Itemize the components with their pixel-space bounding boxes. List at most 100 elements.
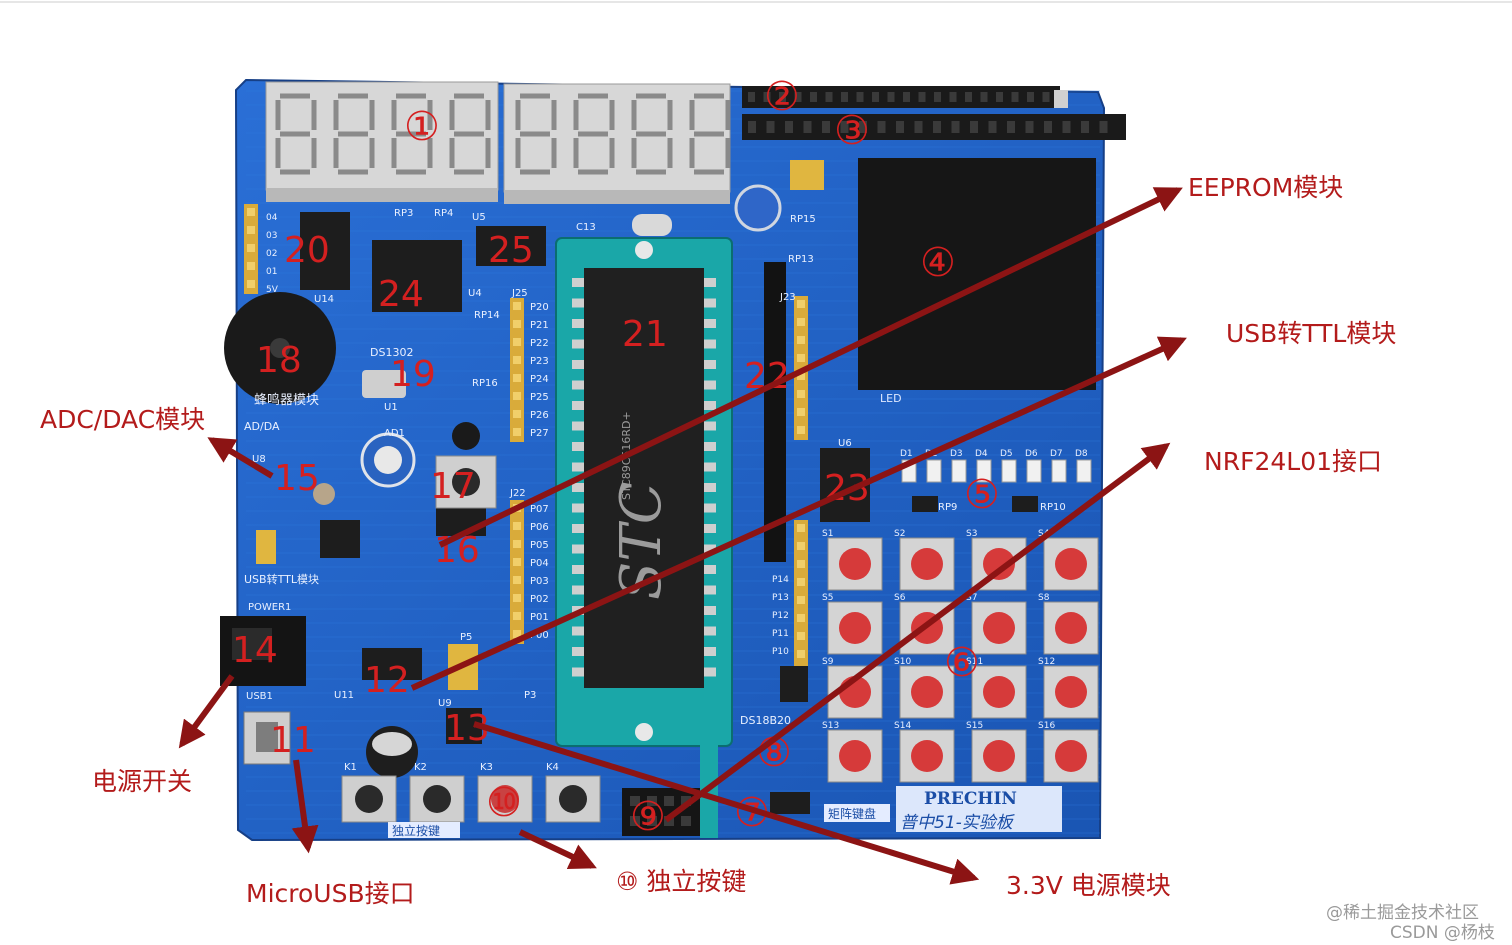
pin bbox=[797, 390, 805, 398]
pin bbox=[513, 576, 521, 584]
pin bbox=[247, 244, 255, 252]
chip-pin bbox=[704, 503, 716, 513]
silk-usb1: USB1 bbox=[246, 691, 273, 702]
pin bbox=[797, 650, 805, 658]
pin bbox=[797, 336, 805, 344]
marker-circled-5: ⑤ bbox=[964, 472, 1000, 518]
chip-pin bbox=[704, 421, 716, 431]
header-pin bbox=[1025, 121, 1034, 133]
pin bbox=[247, 208, 255, 216]
header-pin bbox=[877, 121, 886, 133]
matrix-key-cap bbox=[911, 740, 943, 772]
chip-pin bbox=[572, 503, 584, 513]
matrix-key-label: S1 bbox=[822, 529, 833, 539]
silk-rp13: RP13 bbox=[788, 254, 814, 265]
marker-17: 17 bbox=[430, 466, 476, 507]
chip-pin bbox=[572, 319, 584, 328]
nrf-hole bbox=[681, 816, 691, 826]
pin bbox=[797, 408, 805, 416]
pin bbox=[797, 542, 805, 550]
header-pin bbox=[803, 121, 812, 133]
pin bbox=[797, 632, 805, 640]
nrf-hole bbox=[630, 816, 640, 826]
silk-u11: U11 bbox=[334, 690, 354, 701]
silk-u6: U6 bbox=[838, 438, 852, 449]
header-label: 01 bbox=[266, 267, 277, 277]
pin bbox=[797, 372, 805, 380]
header-label: 04 bbox=[266, 213, 278, 223]
p2-pin-label: P23 bbox=[530, 356, 549, 367]
header-pin bbox=[949, 92, 957, 102]
header-pin bbox=[840, 121, 849, 133]
ir-socket bbox=[770, 792, 810, 814]
p2-pin-label: P21 bbox=[530, 320, 549, 331]
pin bbox=[513, 522, 521, 530]
matrix-key-cap bbox=[983, 740, 1015, 772]
chip-pin bbox=[704, 442, 716, 451]
header-pin bbox=[1062, 121, 1071, 133]
silk-u5: U5 bbox=[472, 212, 486, 223]
header-pin bbox=[980, 92, 988, 102]
header-pin bbox=[934, 92, 941, 102]
marker-14: 14 bbox=[232, 630, 278, 671]
ic-u8 bbox=[320, 520, 360, 558]
marker-24: 24 bbox=[378, 274, 424, 315]
pin bbox=[513, 558, 521, 566]
chip-pin bbox=[704, 585, 716, 595]
ic-u14 bbox=[300, 212, 350, 290]
matrix-key-label: S15 bbox=[966, 721, 983, 731]
header-label: 03 bbox=[266, 231, 277, 241]
pin bbox=[797, 354, 805, 362]
matrix-key-label: S14 bbox=[894, 721, 911, 731]
yellow-headers bbox=[244, 204, 808, 700]
p1-pin-label: P10 bbox=[772, 647, 789, 657]
segment-digit-7 bbox=[631, 93, 673, 175]
label-nrf: NRF24L01接口 bbox=[1204, 447, 1383, 476]
silk-u4: U4 bbox=[468, 288, 482, 299]
chip-pin bbox=[704, 401, 716, 410]
arrow-microusb bbox=[291, 759, 319, 854]
matrix-key-cap bbox=[1055, 548, 1087, 580]
p2-pin-label: P22 bbox=[530, 338, 549, 349]
p0-pin-label: P06 bbox=[530, 522, 549, 533]
silk-p3: P3 bbox=[524, 690, 536, 701]
silk-matrix-bg bbox=[824, 804, 890, 822]
chip-pin bbox=[704, 667, 716, 677]
ic-12 bbox=[362, 648, 422, 680]
matrix-key-cap bbox=[983, 676, 1015, 708]
silk-k4: K4 bbox=[546, 762, 559, 773]
silk-u14: U14 bbox=[314, 294, 334, 305]
silk-c13: C13 bbox=[576, 222, 596, 233]
pin-header bbox=[510, 298, 524, 442]
silk-k2: K2 bbox=[414, 762, 427, 773]
matrix-key-cap bbox=[983, 548, 1015, 580]
label-microusb: MicroUSB接口 bbox=[246, 879, 415, 908]
chip-pin bbox=[572, 298, 584, 308]
arrow-3v3 bbox=[473, 721, 980, 885]
p2-pin-label: P25 bbox=[530, 392, 549, 403]
chip-pin bbox=[572, 401, 584, 410]
header-pin bbox=[872, 92, 879, 102]
cap-blue bbox=[734, 184, 782, 232]
silk-indep-keys: 独立按键 bbox=[392, 823, 440, 838]
silk-j25: J25 bbox=[511, 288, 528, 299]
silk-ds18b20: DS18B20 bbox=[740, 714, 791, 727]
header-pin bbox=[1011, 92, 1019, 102]
pin bbox=[247, 226, 255, 234]
pin bbox=[513, 338, 521, 346]
chip-pin bbox=[572, 462, 584, 472]
silk-ad-da: AD/DA bbox=[244, 420, 280, 433]
rtc-crystal bbox=[362, 370, 406, 398]
header-pin bbox=[914, 121, 923, 133]
pin bbox=[513, 540, 521, 548]
matrix-key-cap bbox=[1055, 740, 1087, 772]
matrix-key-cap bbox=[1055, 612, 1087, 644]
ds18b20-socket bbox=[780, 666, 808, 702]
socket-lever bbox=[700, 700, 718, 838]
header-pin bbox=[965, 92, 972, 102]
indep-key-cap bbox=[491, 785, 519, 813]
matrix-key-cap bbox=[983, 612, 1015, 644]
silk-power: POWER1 bbox=[248, 602, 291, 613]
chip-pin bbox=[704, 647, 716, 656]
